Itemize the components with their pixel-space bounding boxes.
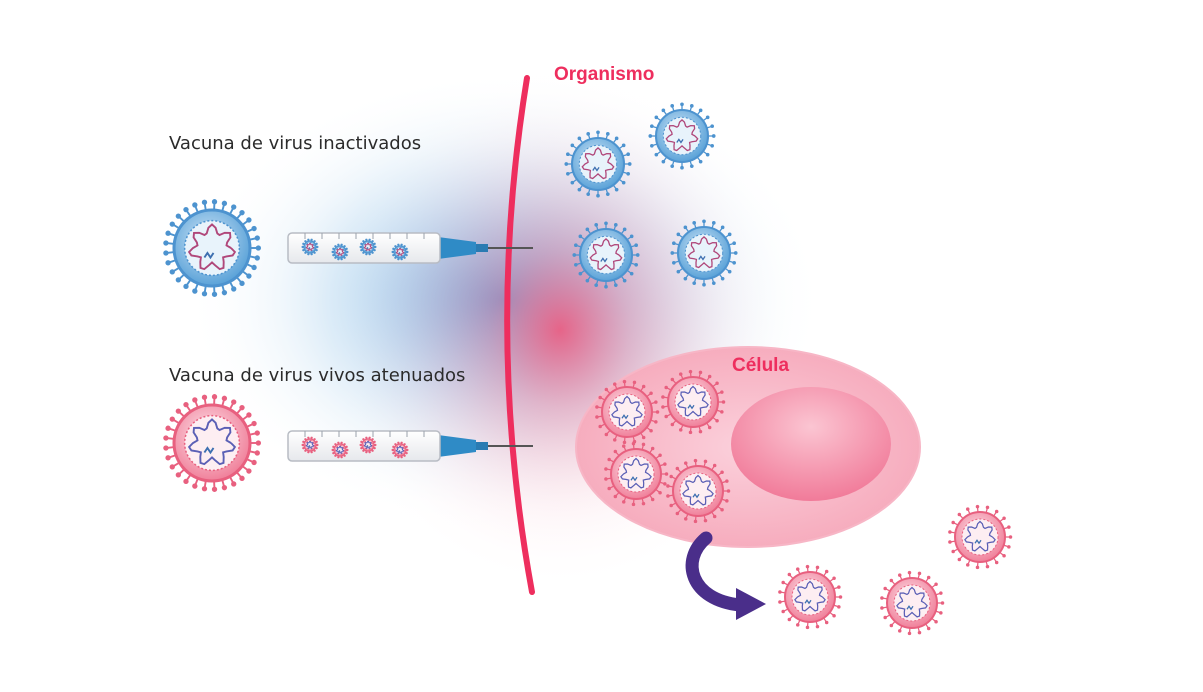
virus-icon xyxy=(666,458,731,524)
syringe-group xyxy=(287,232,533,462)
curved-arrow-icon xyxy=(685,531,766,620)
virus-icon xyxy=(948,504,1013,570)
label-organism: Organismo xyxy=(554,64,655,85)
label-inactivated-vaccine: Vacuna de virus inactivados xyxy=(169,133,422,154)
syringe-virus-icon xyxy=(391,441,409,459)
virus-icon xyxy=(163,199,262,297)
label-cell: Célula xyxy=(732,355,790,376)
virus-icon xyxy=(670,219,738,287)
syringe-virus-icon xyxy=(391,243,409,261)
label-attenuated-vaccine: Vacuna de virus vivos atenuados xyxy=(169,365,466,386)
virus-icon xyxy=(880,570,945,636)
syringe-virus-icon xyxy=(359,238,377,256)
virus-icon xyxy=(163,394,262,492)
virus-icon xyxy=(778,564,843,630)
syringe-virus-icon xyxy=(359,436,377,454)
syringe-virus-icon xyxy=(301,238,319,256)
virus-icon xyxy=(661,369,726,435)
virus-icon xyxy=(648,102,716,170)
syringe-icon xyxy=(287,430,533,462)
organism-boundary xyxy=(504,75,535,595)
virus-icon xyxy=(572,221,640,289)
syringe-virus-icon xyxy=(331,441,349,459)
virus-icon xyxy=(604,441,669,507)
syringe-virus-icon xyxy=(301,436,319,454)
virus-group xyxy=(163,102,1013,636)
virus-icon xyxy=(564,130,632,198)
cell-nucleus xyxy=(731,387,891,501)
syringe-icon xyxy=(287,232,533,264)
virus-icon xyxy=(595,379,660,445)
syringe-virus-icon xyxy=(331,243,349,261)
